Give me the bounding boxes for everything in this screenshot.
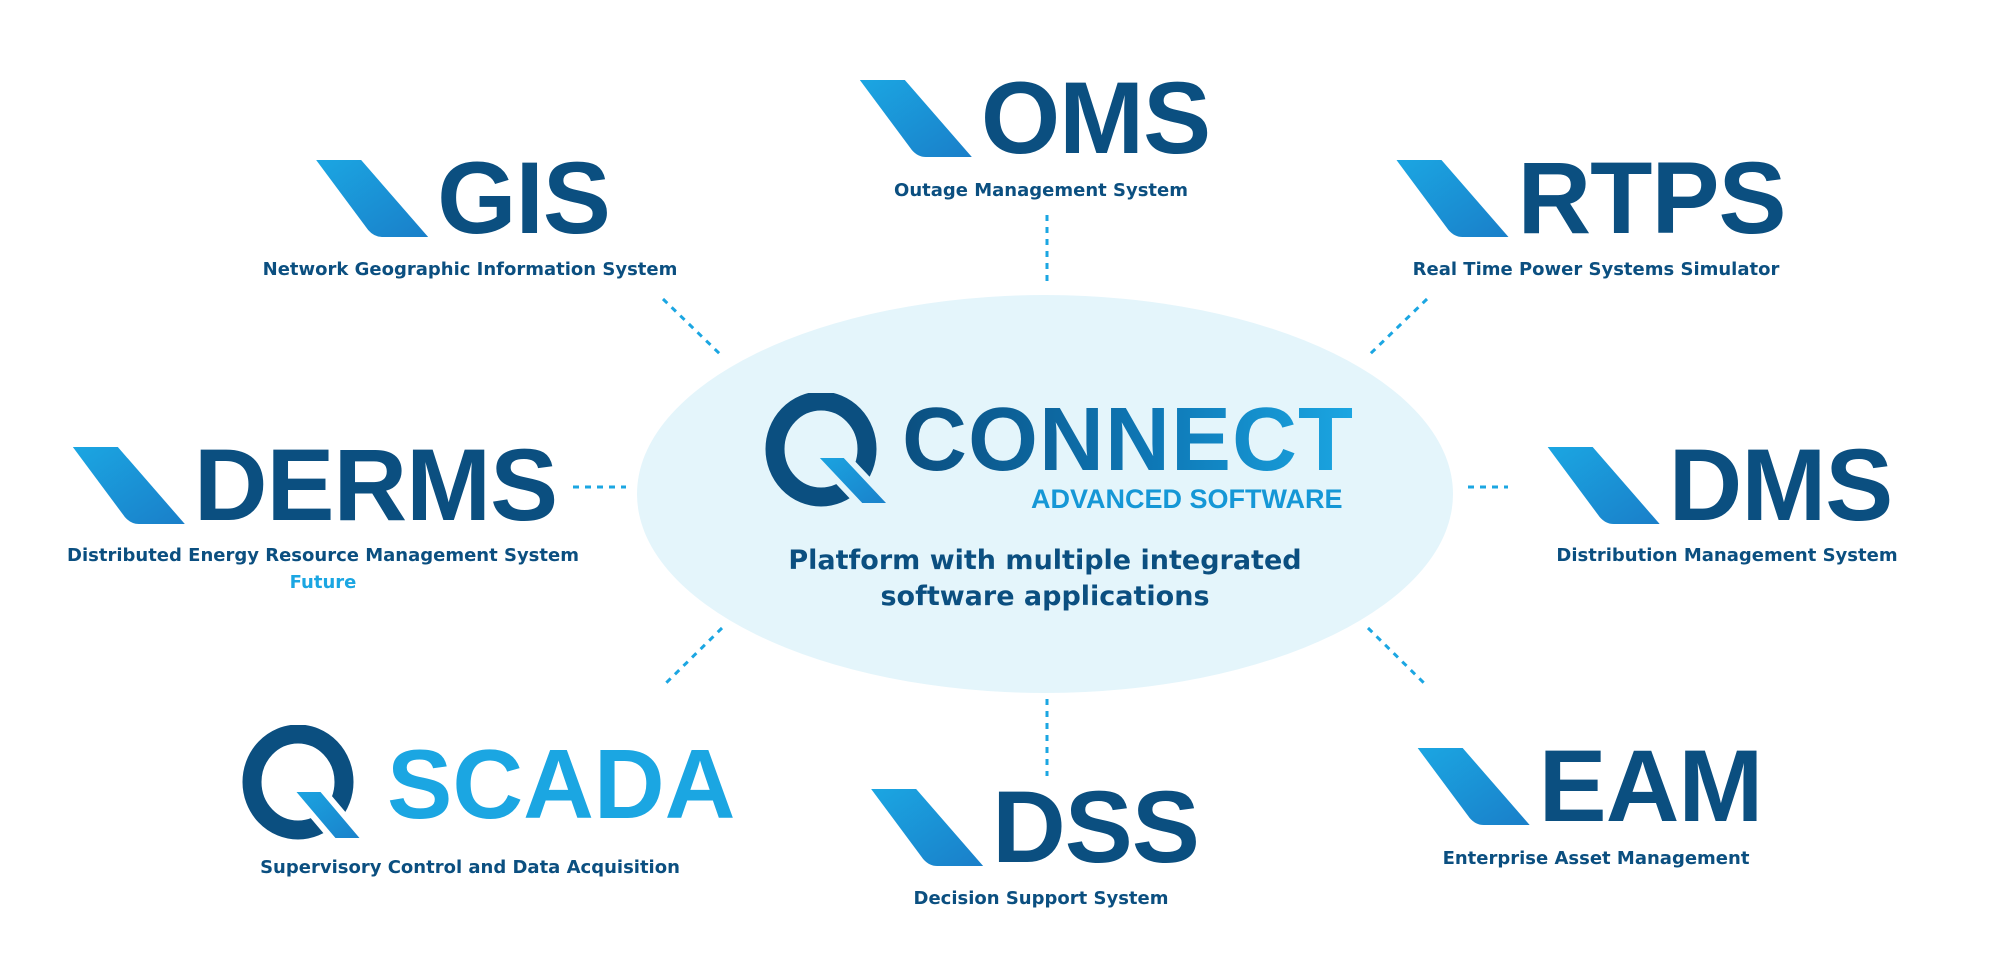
scada-logo[interactable]: SCADA [242, 725, 735, 843]
oms-subtitle: Outage Management System [894, 180, 1188, 201]
connector-eam [1366, 626, 1429, 688]
dss-logo[interactable]: DSS [871, 770, 1200, 884]
q-logo-icon [242, 725, 367, 843]
dss-subtitle: Decision Support System [913, 888, 1169, 909]
derms-status: Future [289, 572, 357, 593]
platform-ellipse [637, 295, 1453, 693]
connect-brand: CONNECT [902, 390, 1354, 490]
gis-logo[interactable]: GIS [316, 141, 611, 255]
slash-icon [316, 159, 429, 237]
connect-tagline: ADVANCED SOFTWARE [1031, 484, 1343, 514]
derms-name: DERMS [193, 428, 558, 542]
oms-logo[interactable]: OMS [859, 61, 1211, 175]
scada-name: SCADA [387, 729, 736, 839]
slash-icon [1547, 446, 1660, 524]
description-line-2: software applications [880, 581, 1210, 612]
slash-icon [871, 788, 984, 866]
eam-logo[interactable]: EAM [1417, 729, 1764, 843]
derms-subtitle: Distributed Energy Resource Management S… [67, 545, 579, 566]
slash-icon [859, 79, 972, 157]
eam-subtitle: Enterprise Asset Management [1442, 848, 1750, 869]
dms-subtitle: Distribution Management System [1556, 545, 1898, 566]
eam-name: EAM [1538, 729, 1764, 843]
rtps-name: RTPS [1517, 141, 1786, 255]
dms-logo[interactable]: DMS [1547, 428, 1894, 542]
connector-rtps [1366, 297, 1429, 358]
derms-logo[interactable]: DERMS [72, 428, 558, 542]
dms-name: DMS [1668, 428, 1894, 542]
description-line-1: Platform with multiple integrated [788, 545, 1302, 576]
slash-icon [72, 446, 185, 524]
connector-gis [661, 297, 724, 358]
rtps-subtitle: Real Time Power Systems Simulator [1412, 259, 1780, 280]
oms-name: OMS [980, 61, 1211, 175]
rtps-logo[interactable]: RTPS [1396, 141, 1787, 255]
connector-scada [661, 626, 724, 688]
gis-subtitle: Network Geographic Information System [262, 259, 678, 280]
gis-name: GIS [437, 141, 611, 255]
slash-icon [1396, 159, 1509, 237]
scada-subtitle: Supervisory Control and Data Acquisition [260, 857, 680, 878]
q-logo-icon [765, 393, 895, 508]
dss-name: DSS [992, 770, 1200, 884]
slash-icon [1417, 747, 1530, 825]
platform-description: Platform with multiple integrated softwa… [788, 543, 1301, 615]
